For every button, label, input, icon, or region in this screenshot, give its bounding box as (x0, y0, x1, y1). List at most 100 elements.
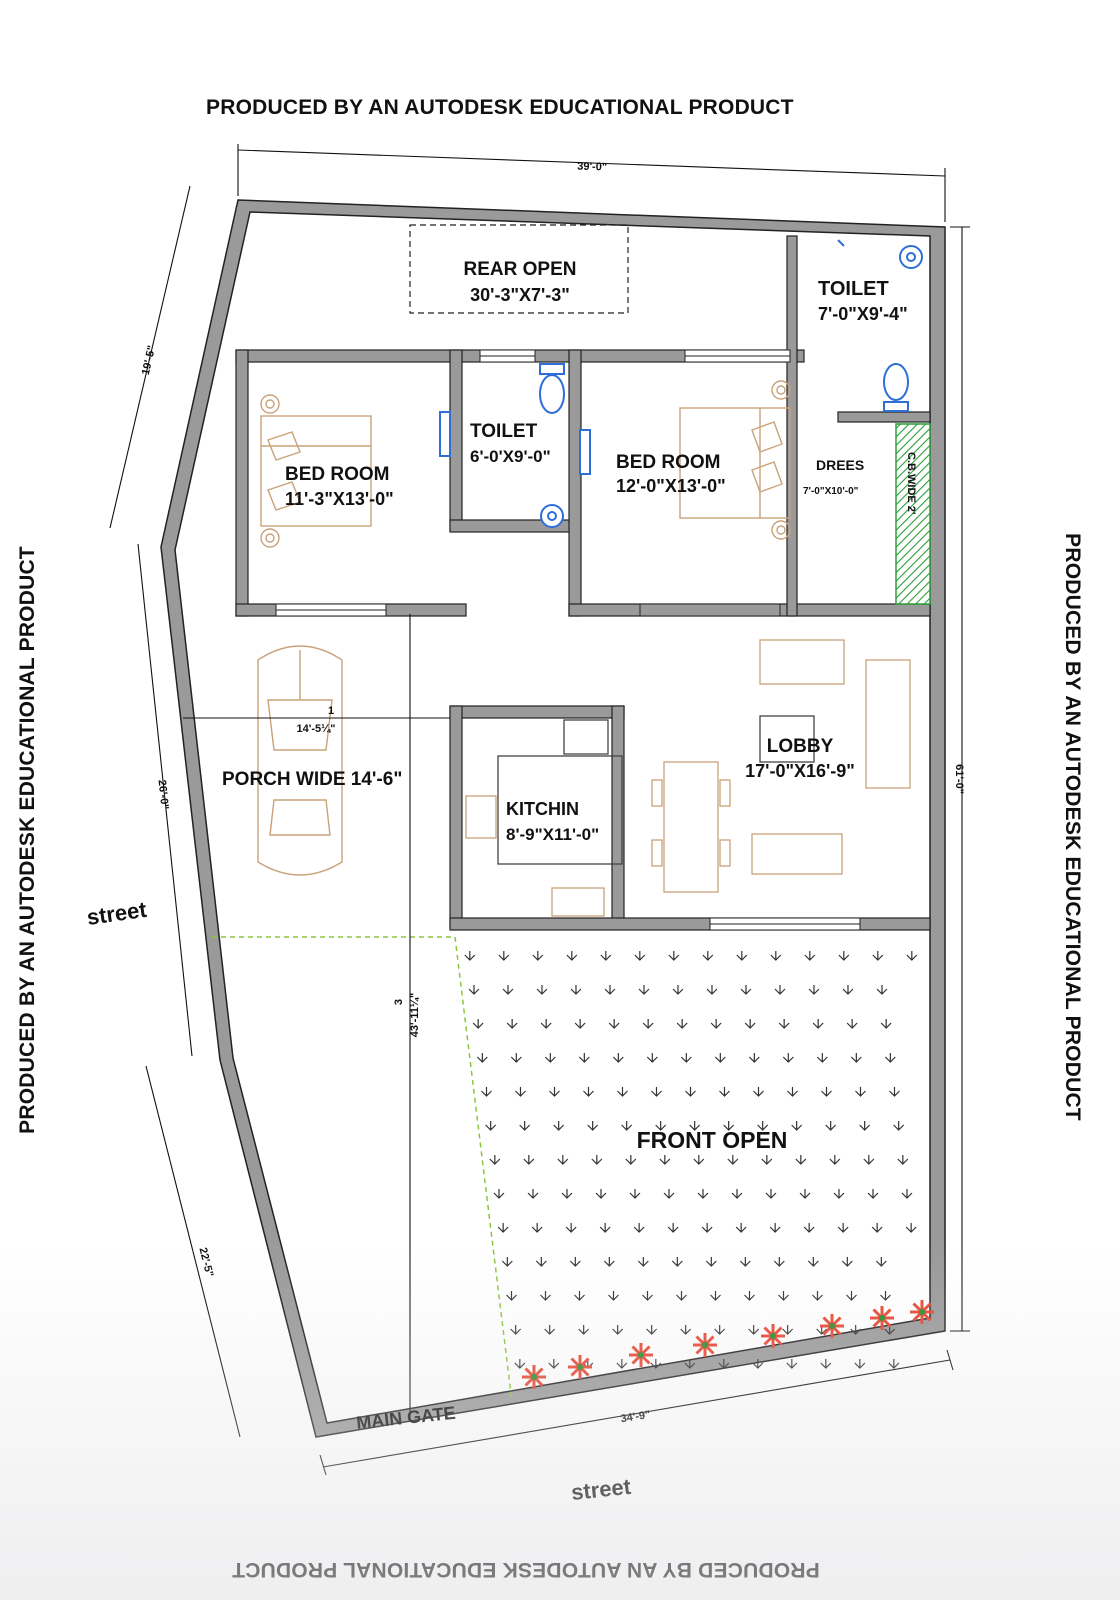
flower (693, 1333, 717, 1357)
grass-mark (498, 951, 510, 961)
grass-mark (897, 1155, 909, 1165)
grass-mark (489, 1155, 501, 1165)
grass-mark (727, 1155, 739, 1165)
grass-mark (850, 1053, 862, 1063)
grass-mark (905, 1223, 917, 1233)
grass-mark (600, 951, 612, 961)
grass-mark (510, 1053, 522, 1063)
grass-mark (557, 1155, 569, 1165)
toilet-fixtures (439, 239, 923, 528)
grass-mark (578, 1053, 590, 1063)
grass-mark (680, 1053, 692, 1063)
grass-mark (668, 951, 680, 961)
bed-right-size: 12'-0"X13'-0" (616, 476, 726, 496)
lobby-name: LOBBY (767, 736, 834, 757)
grass-mark (671, 1257, 683, 1267)
grass-mark (769, 1223, 781, 1233)
grass-mark (583, 1087, 594, 1097)
grass-mark (642, 1291, 653, 1301)
grass-mark (807, 1257, 819, 1267)
grass-mark (574, 1291, 585, 1301)
toilet-right-name: TOILET (818, 278, 889, 300)
dim-top: 39'-0" (577, 160, 607, 173)
grass-mark (787, 1087, 798, 1097)
grass-mark (701, 1223, 713, 1233)
dim-depth: 43'-11¼" (409, 993, 421, 1038)
grass-mark (531, 1223, 543, 1233)
grass-mark (744, 1291, 755, 1301)
grass-mark (680, 1325, 692, 1335)
dim-porch-width: 14'-5¼" (296, 723, 335, 735)
grass-mark (872, 951, 884, 961)
grass-mark (739, 1257, 751, 1267)
grass-mark (565, 1223, 577, 1233)
grass-mark (616, 1359, 628, 1369)
cb-name: C.B.WIDE 2' (905, 452, 917, 515)
grass-mark (778, 1291, 789, 1301)
grass-mark (719, 1087, 730, 1097)
lawn-boundary (212, 936, 513, 1403)
flower (761, 1324, 785, 1348)
grass-mark (638, 985, 650, 995)
grass-mark (808, 985, 820, 995)
grass-mark (736, 951, 748, 961)
grass-mark (629, 1189, 641, 1199)
grass-mark (574, 1019, 586, 1029)
grass-mark (774, 985, 786, 995)
grass-mark (685, 1087, 696, 1097)
toilet-mid-size: 6'-0'X9'-0" (470, 447, 551, 466)
grass-mark (646, 1053, 658, 1063)
grass-mark (519, 1121, 531, 1131)
grass-mark (820, 1359, 832, 1369)
grass-mark (888, 1359, 900, 1369)
grass-mark (782, 1325, 794, 1335)
grass-mark (570, 985, 582, 995)
grass-mark (880, 1291, 891, 1301)
grass-mark (587, 1121, 599, 1131)
grass-mark (536, 985, 548, 995)
grass-mark (786, 1359, 798, 1369)
grass-mark (667, 1223, 679, 1233)
main-gate-label: MAIN GATE (355, 1403, 456, 1433)
grass-mark (617, 1087, 628, 1097)
grass-mark (561, 1189, 573, 1199)
grass-mark (523, 1155, 535, 1165)
grass-mark (642, 1019, 654, 1029)
dim-left-upper: 19'-5" (140, 344, 158, 376)
grass-mark (744, 1019, 756, 1029)
grass-mark (795, 1155, 807, 1165)
grass-mark (493, 1189, 505, 1199)
grass-mark (841, 1257, 853, 1267)
toilet-mid-name: TOILET (470, 421, 538, 442)
grass-mark (637, 1257, 649, 1267)
grass-mark (773, 1257, 785, 1267)
grass-mark (672, 985, 684, 995)
grass-mark (723, 1121, 735, 1131)
grass-mark (697, 1189, 709, 1199)
grass-mark (544, 1053, 556, 1063)
grass-mark (515, 1087, 526, 1097)
grass-mark (859, 1121, 871, 1131)
grass-mark (880, 1019, 892, 1029)
grass-mark (646, 1325, 658, 1335)
grass-mark (821, 1087, 832, 1097)
grass-mark (535, 1257, 547, 1267)
grass-mark (527, 1189, 539, 1199)
grass-mark (468, 985, 480, 995)
flower-bed (522, 1300, 934, 1389)
grass-mark (578, 1325, 590, 1335)
grass-mark (514, 1359, 526, 1369)
grass-mark (553, 1121, 565, 1131)
grass-mark (603, 1257, 615, 1267)
grass-mark (710, 1291, 721, 1301)
grass-mark (633, 1223, 645, 1233)
grass-mark (735, 1223, 747, 1233)
grass-mark (544, 1325, 556, 1335)
grass-mark (540, 1291, 551, 1301)
dim-bottom: 34'-9" (620, 1409, 651, 1426)
grass-mark (693, 1155, 705, 1165)
bed-right-name: BED ROOM (616, 452, 721, 473)
grass-mark (710, 1019, 722, 1029)
grass-mark (748, 1053, 760, 1063)
